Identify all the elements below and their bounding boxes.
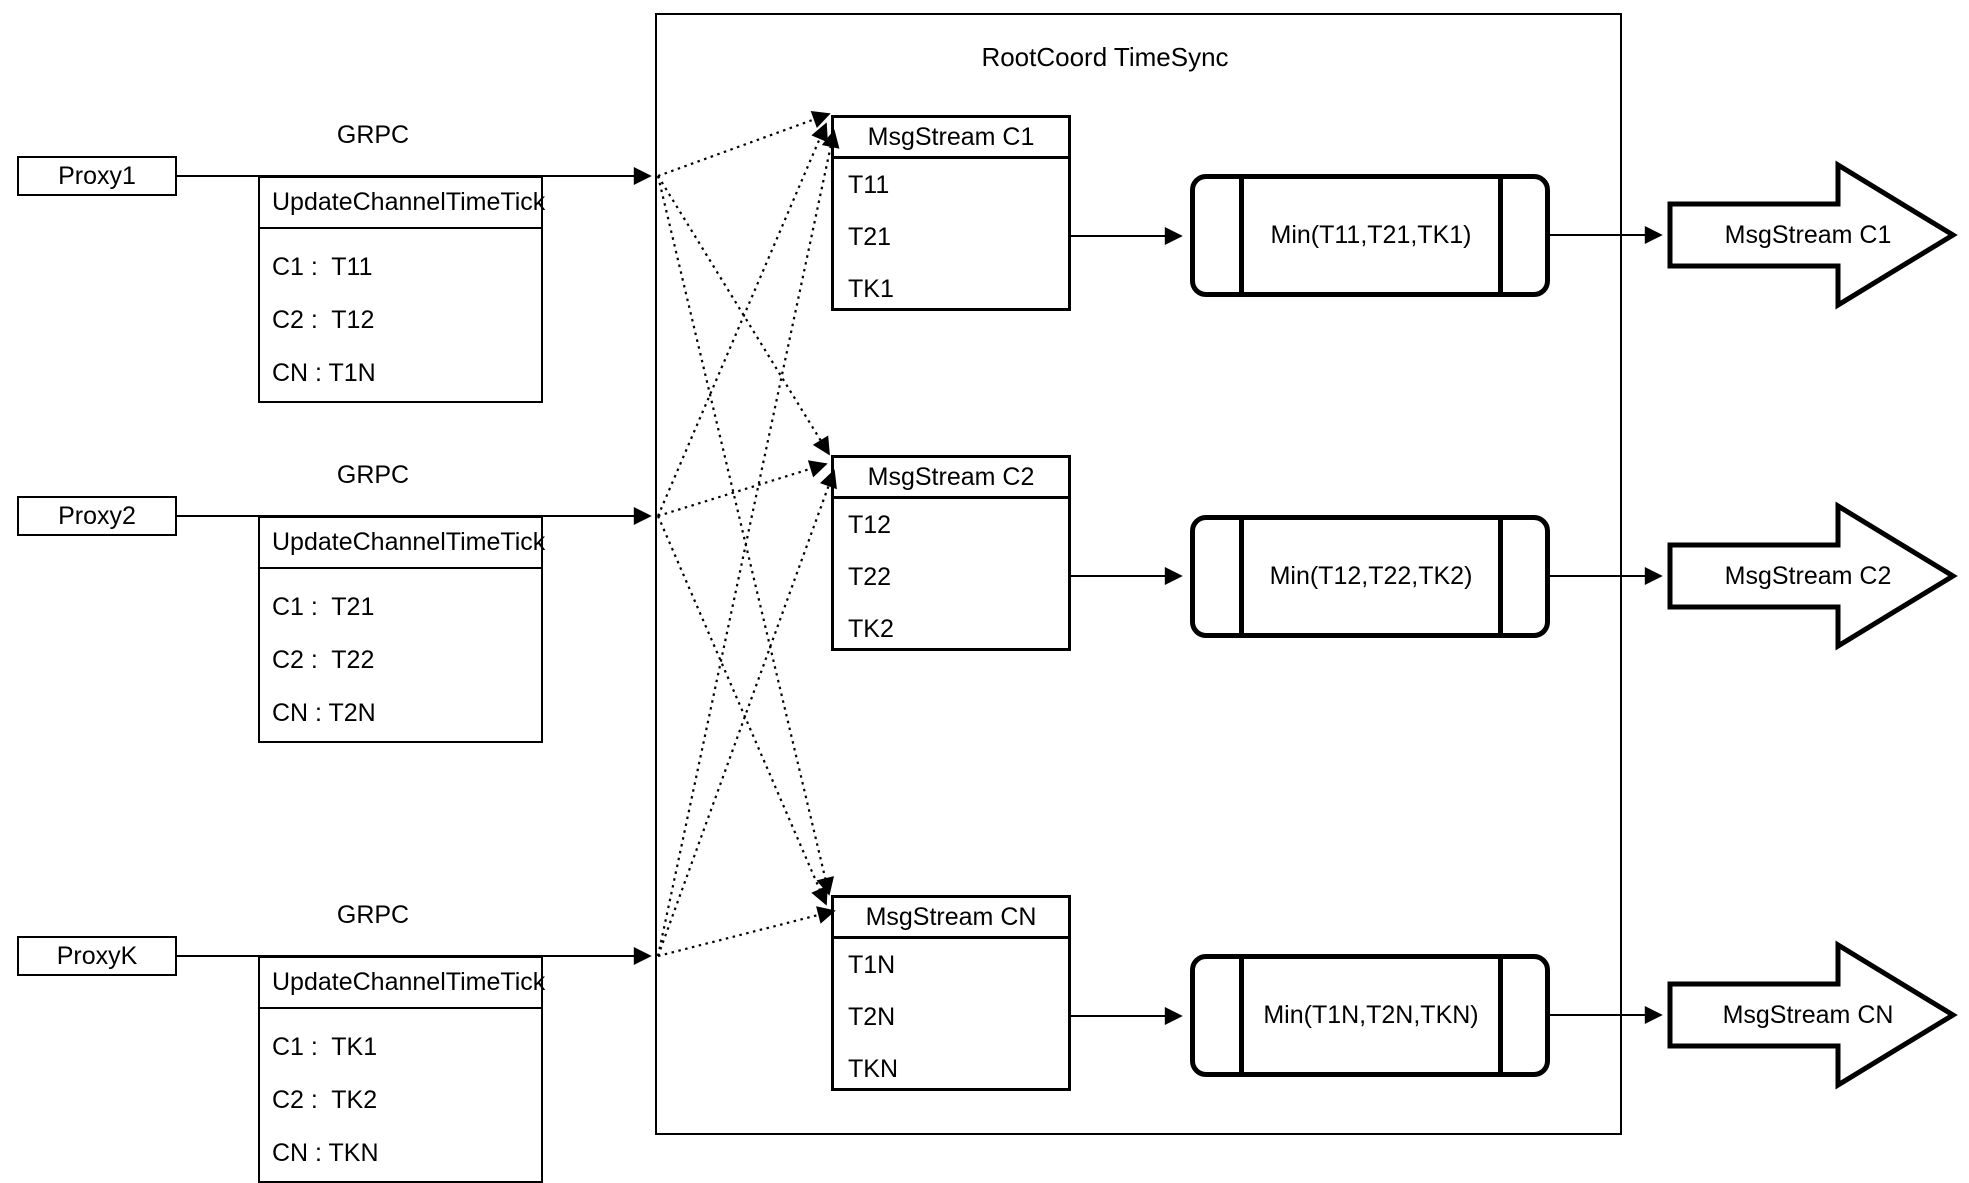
table-row: CN : T1N: [272, 359, 376, 387]
table-header: MsgStream C1: [834, 118, 1068, 159]
table-row: TK2: [848, 615, 894, 643]
min-reducer-c1: Min(T11,T21,TK1): [1190, 174, 1550, 297]
table-header: UpdateChannelTimeTick: [260, 518, 545, 569]
min-reducer-cn: Min(T1N,T2N,TKN): [1190, 954, 1550, 1077]
grpc-label-2: GRPC: [336, 461, 410, 489]
table-row: C2 : TK2: [272, 1086, 378, 1114]
msgstream-cn-table: MsgStream CN T1N T2N TKN: [831, 895, 1071, 1091]
min-reducer-c2: Min(T12,T22,TK2): [1190, 515, 1550, 638]
table-header: MsgStream C2: [834, 458, 1068, 499]
msgstream-c1-table: MsgStream C1 T11 T21 TK1: [831, 115, 1071, 311]
output-msgstream-c1-label: MsgStream C1: [1724, 221, 1892, 249]
table-row: C2 : T22: [272, 646, 375, 674]
rootcoord-title: RootCoord TimeSync: [981, 42, 1229, 72]
proxy1-box: Proxy1: [17, 156, 177, 196]
min-label: Min(T12,T22,TK2): [1269, 562, 1473, 590]
table-row: T12: [848, 511, 892, 539]
capsule-divider-left: [1239, 179, 1244, 292]
grpc-label-3: GRPC: [336, 901, 410, 929]
table-row: TK1: [848, 275, 894, 303]
proxy2-box: Proxy2: [17, 496, 177, 536]
min-label: Min(T11,T21,TK1): [1270, 221, 1472, 249]
proxy1-timetick-table: UpdateChannelTimeTick C1 : T11 C2 : T12 …: [258, 176, 545, 403]
output-msgstream-c2-label: MsgStream C2: [1724, 562, 1892, 590]
table-row: C1 : T11: [272, 253, 373, 281]
capsule-divider-left: [1239, 520, 1244, 633]
table-header: UpdateChannelTimeTick: [260, 958, 545, 1009]
table-row: C1 : TK1: [272, 1033, 378, 1061]
capsule-divider-right: [1498, 179, 1503, 292]
min-label: Min(T1N,T2N,TKN): [1263, 1001, 1479, 1029]
msgstream-c2-table: MsgStream C2 T12 T22 TK2: [831, 455, 1071, 651]
table-row: T2N: [848, 1003, 896, 1031]
grpc-label-1: GRPC: [336, 121, 410, 149]
table-row: CN : T2N: [272, 699, 376, 727]
table-row: T1N: [848, 951, 896, 979]
table-row: TKN: [848, 1055, 898, 1083]
table-row: T22: [848, 563, 892, 591]
table-header: UpdateChannelTimeTick: [260, 178, 545, 229]
proxy2-timetick-table: UpdateChannelTimeTick C1 : T21 C2 : T22 …: [258, 516, 545, 743]
table-header: MsgStream CN: [834, 898, 1068, 939]
capsule-divider-right: [1498, 959, 1503, 1072]
output-msgstream-cn-label: MsgStream CN: [1722, 1001, 1894, 1029]
table-body: C1 : T11 C2 : T12 CN : T1N: [260, 229, 541, 400]
capsule-divider-right: [1498, 520, 1503, 633]
proxyk-box: ProxyK: [17, 936, 177, 976]
table-row: T11: [848, 171, 890, 199]
capsule-divider-left: [1239, 959, 1244, 1072]
table-row: C2 : T12: [272, 306, 375, 334]
table-body: C1 : TK1 C2 : TK2 CN : TKN: [260, 1009, 541, 1180]
proxyk-timetick-table: UpdateChannelTimeTick C1 : TK1 C2 : TK2 …: [258, 956, 545, 1183]
table-row: T21: [848, 223, 892, 251]
table-row: CN : TKN: [272, 1139, 379, 1167]
table-body: C1 : T21 C2 : T22 CN : T2N: [260, 569, 541, 740]
table-row: C1 : T21: [272, 593, 375, 621]
